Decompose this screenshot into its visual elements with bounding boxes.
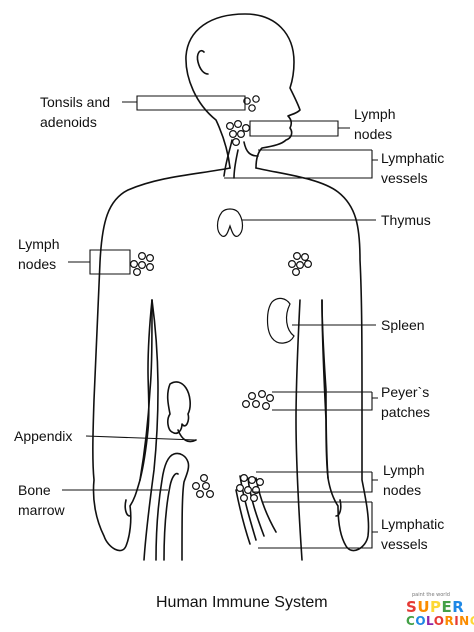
- groin-lymph-nodes-right: [236, 474, 265, 503]
- arm-lymph-nodes-right: [288, 252, 313, 277]
- label-spleen: Spleen: [381, 317, 425, 333]
- leader-peyers-patches: [272, 391, 378, 411]
- label-bone-marrow-line2: marrow: [18, 502, 65, 518]
- label-lymph-nodes-arm: Lymph nodes: [18, 234, 60, 274]
- label-bone-marrow: Bone marrow: [18, 480, 65, 520]
- diagram-caption: Human Immune System: [156, 594, 328, 611]
- label-lymphatic-vessels-upper-line2: vessels: [381, 170, 428, 186]
- label-lymph-nodes-neck: Lymph nodes: [354, 104, 396, 144]
- site-logo: paint the world SUPER COLORING: [406, 592, 474, 628]
- torso-side-right: [295, 299, 303, 561]
- thumb-left: [124, 499, 131, 517]
- label-lymph-nodes-groin-line1: Lymph: [383, 462, 425, 478]
- label-thymus: Thymus: [381, 212, 431, 228]
- label-peyers-patches-line2: patches: [381, 404, 431, 420]
- thymus-organ: [216, 208, 244, 237]
- label-bone-marrow-line1: Bone: [18, 482, 51, 498]
- arm-lymph-nodes-left: [130, 252, 155, 277]
- label-tonsils-line2: adenoids: [40, 114, 97, 130]
- colon-outline: [166, 381, 191, 435]
- logo-word-super: SUPER: [406, 598, 465, 616]
- appendix-shape: [177, 429, 197, 443]
- leader-lymphatic-vessels-upper: [224, 149, 378, 179]
- groin-vessels: [235, 475, 277, 545]
- spleen-organ: [266, 297, 295, 344]
- label-lymph-nodes-neck-line2: nodes: [354, 126, 393, 142]
- neck-vessels: [223, 139, 259, 179]
- label-lymphatic-vessels-lower: Lymphatic vessels: [381, 514, 444, 554]
- inner-arm-left: [139, 299, 153, 481]
- label-tonsils-line1: Tonsils and: [40, 94, 111, 110]
- groin-lymph-nodes-left: [192, 474, 215, 499]
- neck-lymph-nodes: [226, 119, 251, 147]
- label-lymph-nodes-arm-line1: Lymph: [18, 236, 60, 252]
- leader-lymphatic-vessels-lower: [258, 501, 378, 549]
- label-lymph-nodes-neck-line1: Lymph: [354, 106, 396, 122]
- label-appendix: Appendix: [14, 428, 73, 444]
- leader-tonsils: [122, 95, 246, 111]
- peyers-patches-nodes: [242, 390, 275, 411]
- leader-lymph-nodes-arm: [68, 249, 131, 275]
- bone-shape: [155, 452, 190, 561]
- ear-outline: [196, 49, 209, 75]
- leader-appendix: [85, 435, 197, 441]
- torso-side-left: [143, 299, 159, 561]
- arm-inner-right: [321, 299, 329, 479]
- label-lymph-nodes-groin-line2: nodes: [383, 482, 422, 498]
- label-peyers-patches: Peyer`s patches: [381, 382, 430, 422]
- label-lymphatic-vessels-lower-line2: vessels: [381, 536, 428, 552]
- label-peyers-patches-line1: Peyer`s: [381, 384, 430, 400]
- label-lymph-nodes-arm-line2: nodes: [18, 256, 57, 272]
- label-lymphatic-vessels-upper: Lymphatic vessels: [381, 148, 444, 188]
- label-tonsils: Tonsils and adenoids: [40, 92, 110, 132]
- logo-word-coloring: COLORING: [406, 614, 474, 628]
- bone-inner: [163, 472, 179, 561]
- label-lymphatic-vessels-upper-line1: Lymphatic: [381, 150, 445, 166]
- leader-lymph-nodes-neck: [249, 120, 350, 137]
- leader-lymph-nodes-groin: [252, 471, 378, 493]
- head-outline: [185, 13, 301, 169]
- label-lymph-nodes-groin: Lymph nodes: [383, 460, 425, 500]
- logo-tagline: paint the world: [412, 592, 450, 598]
- label-lymphatic-vessels-lower-line1: Lymphatic: [381, 516, 445, 532]
- torso-left-outline: [92, 167, 231, 552]
